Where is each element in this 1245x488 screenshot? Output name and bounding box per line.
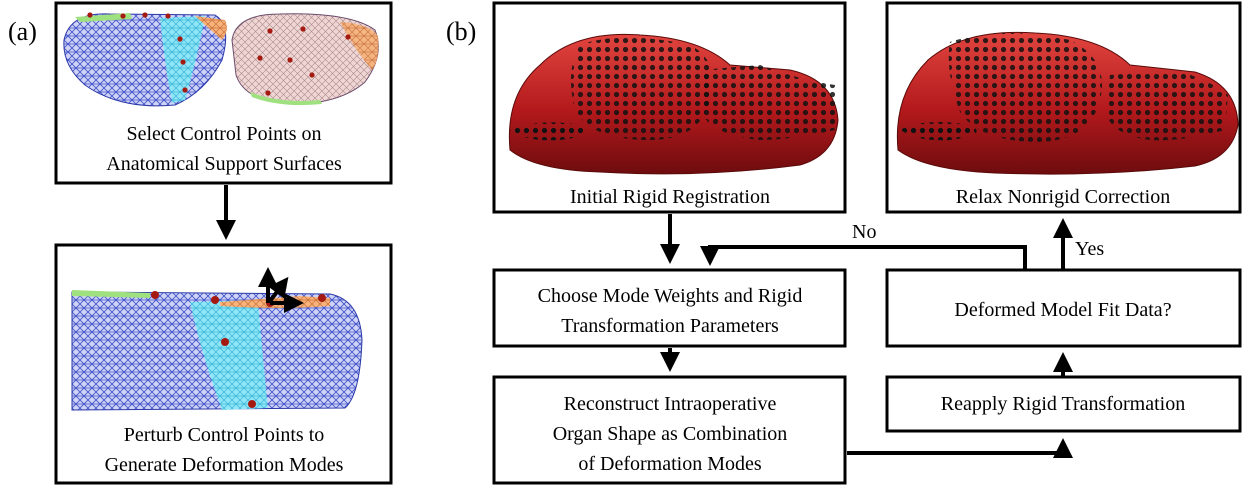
mesh-closeup-illustration	[71, 267, 363, 411]
organ-render-initial	[508, 33, 839, 175]
box1-line1: Select Control Points on	[127, 123, 322, 145]
choose-line2: Transformation Parameters	[561, 315, 779, 337]
arrow-fit-no-loop	[700, 245, 1027, 269]
fit-decision-box: Deformed Model Fit Data?	[885, 268, 1242, 348]
panel-a-label: (a)	[8, 17, 37, 46]
relax-label: Relax Nonrigid Correction	[956, 186, 1170, 208]
yes-label: Yes	[1075, 238, 1104, 260]
fit-label: Deformed Model Fit Data?	[954, 299, 1171, 321]
no-label: No	[852, 221, 876, 243]
reconstruct-shape-box: Reconstruct Intraoperative Organ Shape a…	[492, 375, 847, 485]
choose-mode-weights-box: Choose Mode Weights and Rigid Transforma…	[492, 268, 847, 348]
reconstruct-line1: Reconstruct Intraoperative	[564, 393, 777, 415]
arrow-reconstruct-to-reapply	[847, 438, 1073, 458]
select-control-points-box: Select Control Points on Anatomical Supp…	[54, 1, 393, 185]
choose-line1: Choose Mode Weights and Rigid	[538, 285, 803, 307]
box2-line2: Generate Deformation Modes	[105, 454, 344, 476]
box2-line1: Perturb Control Points to	[124, 424, 325, 446]
perturbation-arrows-icon	[258, 267, 304, 313]
initial-rigid-registration-box: Initial Rigid Registration	[492, 1, 847, 214]
organ-render-final	[896, 31, 1239, 175]
initial-label: Initial Rigid Registration	[570, 186, 770, 208]
reapply-label: Reapply Rigid Transformation	[941, 393, 1185, 415]
perturb-control-points-box: Perturb Control Points to Generate Defor…	[54, 243, 393, 485]
reconstruct-line3: of Deformation Modes	[578, 453, 762, 475]
reconstruct-line2: Organ Shape as Combination	[553, 423, 788, 445]
liver-mesh-illustration	[63, 12, 379, 107]
panel-b-label: (b)	[446, 17, 476, 46]
reapply-rigid-box: Reapply Rigid Transformation	[885, 375, 1242, 433]
relax-nonrigid-correction-box: Relax Nonrigid Correction	[885, 1, 1242, 214]
box1-line2: Anatomical Support Surfaces	[106, 153, 342, 175]
